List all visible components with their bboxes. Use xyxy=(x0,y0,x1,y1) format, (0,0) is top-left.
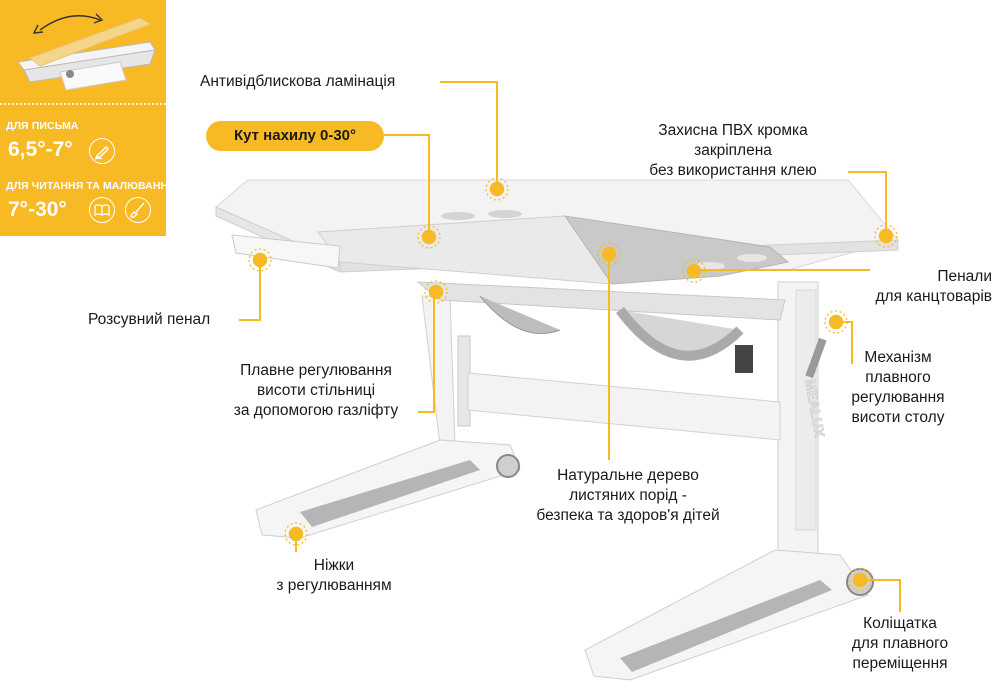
crossbar xyxy=(467,372,781,441)
strap-right xyxy=(616,306,744,361)
pen-icon xyxy=(89,138,115,164)
sliding-case-label: Розсувний пенал xyxy=(88,311,211,328)
left-leg xyxy=(255,295,521,539)
pencil-cases-line-2: для канцтоварів xyxy=(875,288,993,305)
crank-handle xyxy=(805,337,827,379)
gas-lift-line-2: висоти стільниці xyxy=(256,382,376,399)
tabletop xyxy=(215,179,899,285)
wheels-label: Коліщатка для плавного переміщення xyxy=(836,614,964,674)
legs-label: Ніжки з регулюванням xyxy=(252,556,416,596)
leader-lines xyxy=(239,81,901,612)
wood-line-2: листяних порід - xyxy=(569,487,687,504)
wheels-line-3: переміщення xyxy=(852,655,948,672)
mechanism-label: Механізм плавного регулювання висоти сто… xyxy=(838,348,958,428)
legs-line-2: з регулюванням xyxy=(276,577,392,594)
wood-label: Натуральне дерево листяних порід - безпе… xyxy=(510,466,746,526)
pencil-cases-label: Пенали для канцтоварів xyxy=(820,267,993,307)
left-wheel xyxy=(496,454,520,478)
pvc-edge-label: Захисна ПВХ кромка закріплена без викори… xyxy=(620,121,846,181)
book-icon xyxy=(89,197,115,223)
tilt-angle-pill: Кут нахилу 0-30° xyxy=(206,121,384,151)
wheels-line-1: Коліщатка xyxy=(863,615,937,632)
mechanism-line-4: висоти столу xyxy=(851,409,945,426)
pvc-edge-line-2: закріплена xyxy=(694,142,772,159)
antiglare-label: Антивідблискова ламінація xyxy=(200,73,396,90)
right-leg: MEALUX xyxy=(584,281,874,681)
highlight-markers xyxy=(248,177,898,592)
mechanism-line-3: регулювання xyxy=(851,389,945,406)
reading-label: ДЛЯ ЧИТАННЯ ТА МАЛЮВАННЯ xyxy=(6,180,176,192)
mechanism-line-1: Механізм xyxy=(864,349,932,366)
writing-angle: 6,5°-7° xyxy=(8,138,73,161)
brush-icon xyxy=(125,197,151,223)
pvc-edge-line-1: Захисна ПВХ кромка xyxy=(658,122,808,139)
mechanism-line-2: плавного xyxy=(865,369,931,386)
tilt-info-panel: ДЛЯ ПИСЬМА 6,5°-7° ДЛЯ ЧИТАННЯ ТА МАЛЮВА… xyxy=(0,0,176,236)
gas-lift-label: Плавне регулювання висоти стільниці за д… xyxy=(216,361,416,421)
strap-left xyxy=(479,295,561,334)
reading-angle: 7°-30° xyxy=(8,198,67,221)
legs-line-1: Ніжки xyxy=(313,557,355,574)
wheels-line-2: для плавного xyxy=(851,635,949,652)
pvc-edge-line-3: без використання клею xyxy=(649,162,817,179)
wood-line-1: Натуральне дерево xyxy=(557,467,699,484)
panel-divider xyxy=(0,103,166,105)
desk-tilt-illustration xyxy=(17,13,156,91)
pencil-cases-line-1: Пенали xyxy=(937,268,992,285)
gas-lift-line-1: Плавне регулювання xyxy=(240,362,392,379)
sliding-drawer xyxy=(231,234,341,269)
clamp xyxy=(735,345,753,373)
wood-line-3: безпека та здоров'я дітей xyxy=(536,507,720,524)
writing-label: ДЛЯ ПИСЬМА xyxy=(6,120,79,132)
gas-lift-line-3: за допомогою газліфту xyxy=(233,402,399,419)
